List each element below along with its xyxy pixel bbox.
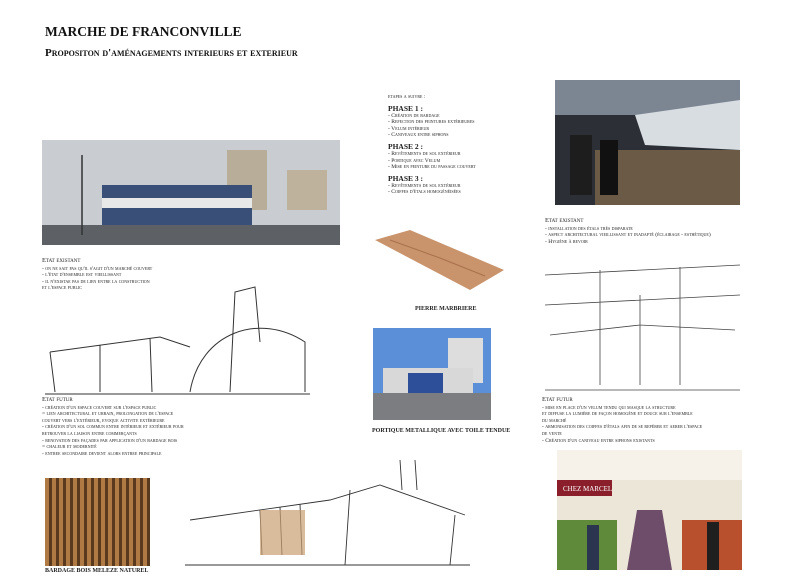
wood-cladding-photo xyxy=(45,478,150,566)
left-future-title: Etat futur xyxy=(42,396,73,403)
left-future-text: Etat futur - création d'un espace couver… xyxy=(42,396,184,457)
left-existing-text: Etat existant - on ne sait pas qu'il s'a… xyxy=(42,257,153,292)
text-line: - création d'un espace couvert sur l'esp… xyxy=(42,404,157,411)
right-future-title: Etat futur xyxy=(542,396,573,403)
right-existing-text: Etat existant - installation des étals t… xyxy=(545,217,711,245)
phase-title: PHASE 3 : xyxy=(388,173,424,183)
text-line: - Création d'un caniveau entre siphons e… xyxy=(542,437,655,444)
phase-title: PHASE 1 : xyxy=(388,103,424,113)
page-subtitle: Propositon d'aménagements interieurs et … xyxy=(45,47,298,59)
market-render: CHEZ MARCEL xyxy=(557,450,742,570)
text-line: - aspect architectural vieillissant et i… xyxy=(545,232,711,239)
phase-title: PHASE 2 : xyxy=(388,141,424,151)
text-line: - armonisation des coiffes d'étals afin … xyxy=(542,424,703,431)
left-existing-title: Etat existant xyxy=(42,257,81,264)
shop-sign: CHEZ MARCEL xyxy=(563,485,612,493)
text-line: - Hygiène à revoir xyxy=(545,238,588,245)
text-line: - mise en place d'un velum tendu qui mas… xyxy=(542,404,676,411)
phase-step: - Revêtements de sol extérieur xyxy=(388,150,461,157)
right-future-text: Etat futur - mise en place d'un velum te… xyxy=(542,396,703,444)
portique-caption: PORTIQUE METALLIQUE AVEC TOILE TENDUE xyxy=(372,428,511,434)
phase-step: - Mise en peinture du passage couvert xyxy=(388,164,476,171)
text-line: et l'espace public xyxy=(42,285,82,292)
phases-block: etapes a suivre : PHASE 1 :- Création de… xyxy=(388,94,476,196)
text-line: - entree secondaire devient alors entree… xyxy=(42,450,162,457)
text-line: - l'état d'ensemble est vieillissant xyxy=(42,272,122,279)
phases-intro: etapes a suivre : xyxy=(388,94,426,100)
stone-sample-image xyxy=(370,228,506,292)
phase-step: - Création de bardage xyxy=(388,112,440,119)
text-line: - renovation des façades par application… xyxy=(42,437,178,444)
text-line: de vente xyxy=(542,430,562,437)
exterior-photo xyxy=(42,140,340,245)
right-existing-title: Etat existant xyxy=(545,217,584,224)
text-line: couvert vers l'extérieur, evoque activit… xyxy=(42,417,165,424)
phase-step: - Revêtements de sol extérieur xyxy=(388,182,461,189)
exterior-sketch xyxy=(40,282,312,397)
portique-photo xyxy=(373,328,491,420)
phase-step: - Velum intérieur xyxy=(388,125,430,132)
text-line: et diffuse la lumière de façon homogène … xyxy=(542,411,693,418)
text-line: = lien architectural et urbain, prolonga… xyxy=(42,411,174,418)
phase-step: - Caniveaux entre siphons xyxy=(388,132,449,139)
wood-caption: BARDAGE BOIS MELEZE NATUREL xyxy=(45,568,149,574)
phase-step: - Coiffes d'étals homogénéisées xyxy=(388,189,461,196)
page-title: MARCHE DE FRANCONVILLE xyxy=(45,24,242,39)
text-line: retrouver la liaison entre commerçants xyxy=(42,430,137,437)
text-line: - installation des étals très disparate xyxy=(545,225,633,232)
text-line: - création d'un sol commun entre intérie… xyxy=(42,424,184,431)
text-line: = chaleur et modernité xyxy=(42,444,97,451)
text-line: du marché xyxy=(542,417,567,424)
phase-step: - Portique avec Velum xyxy=(388,157,441,164)
text-line: - il n'existae pas de lien entre la cons… xyxy=(42,278,150,285)
stone-caption: PIERRE MARBRIERE xyxy=(415,306,477,312)
portique-sketch xyxy=(180,455,472,570)
interior-sketch xyxy=(540,255,745,395)
interior-photo xyxy=(555,80,740,205)
phase-step: - Refection des peintures extérieures xyxy=(388,119,475,126)
text-line: - on ne sait pas qu'il s'agit d'un march… xyxy=(42,265,153,272)
